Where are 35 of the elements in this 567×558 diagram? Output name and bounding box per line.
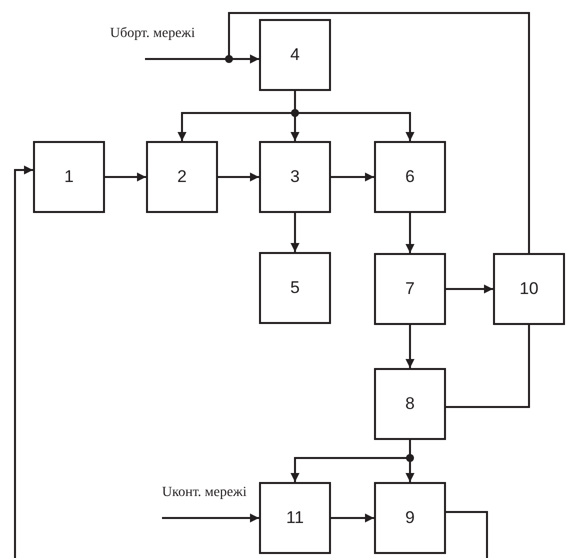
block-box (374, 368, 446, 440)
block-box (259, 19, 331, 91)
block-box (146, 141, 218, 213)
connector-arrow (331, 172, 374, 182)
block-number: 2 (177, 166, 187, 188)
block-box (259, 252, 331, 324)
edge-label: Uконт. мережі (162, 486, 247, 500)
block-number: 4 (290, 44, 300, 66)
block-number: 1 (64, 166, 74, 188)
block-box (33, 141, 105, 213)
edge-label: Uборт. мережі (110, 27, 195, 41)
block-box (374, 482, 446, 554)
connector-arrow (14, 166, 33, 558)
connector-arrow (446, 284, 493, 294)
connector-arrow (228, 12, 530, 253)
connector-arrow (290, 213, 300, 252)
block-box (493, 253, 565, 325)
connector-arrow (218, 172, 259, 182)
block-number: 9 (405, 507, 415, 530)
block-number: 8 (405, 393, 415, 416)
connector-arrow (406, 325, 414, 368)
block-box (374, 141, 446, 213)
block-number: 5 (290, 277, 300, 300)
block-box (259, 482, 331, 554)
block-number: 7 (405, 278, 415, 300)
block-number: 3 (290, 166, 300, 188)
connector-arrow (162, 514, 259, 522)
block-number: 10 (520, 278, 538, 300)
connector-arrow (331, 514, 374, 522)
block-box (374, 253, 446, 325)
block-number: 6 (405, 166, 415, 188)
connector-arrow (105, 172, 146, 182)
connector-arrow (406, 213, 414, 253)
block-box (259, 141, 331, 213)
block-number: 11 (286, 507, 304, 530)
